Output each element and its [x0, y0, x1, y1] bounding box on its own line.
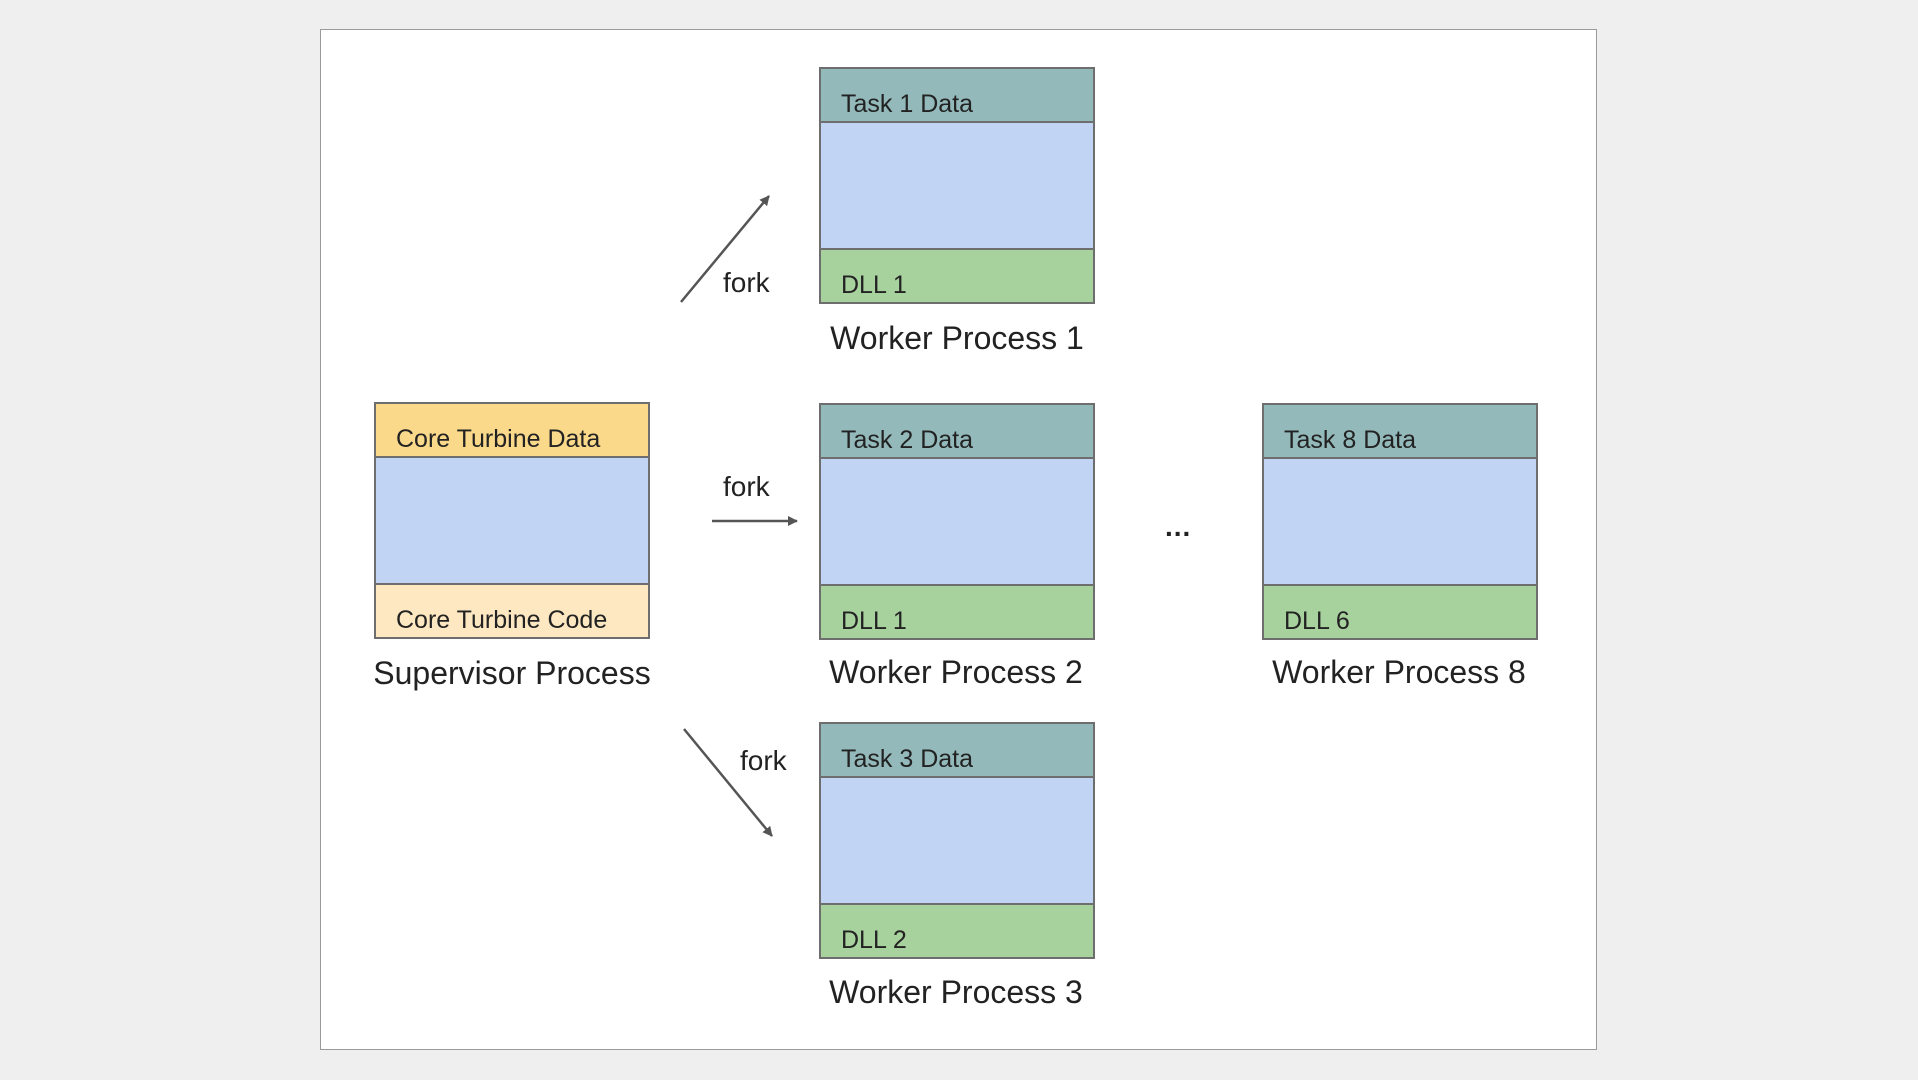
worker-process-2-box: Task 2 Data DLL 1 — [819, 403, 1095, 640]
worker-process-8-caption: Worker Process 8 — [1272, 654, 1526, 690]
dll-label: DLL 2 — [841, 926, 907, 954]
core-turbine-code-segment: Core Turbine Code — [376, 583, 648, 637]
task-data-label: Task 3 Data — [841, 745, 974, 773]
dll-label: DLL 1 — [841, 271, 907, 299]
dll-label: DLL 1 — [841, 607, 907, 635]
fork-label-1: fork — [723, 267, 770, 298]
task-data-segment: Task 8 Data — [1264, 405, 1536, 459]
worker-process-3-caption: Worker Process 3 — [829, 974, 1083, 1010]
worker-process-1-caption: Worker Process 1 — [830, 320, 1084, 356]
worker-process-1-box: Task 1 Data DLL 1 — [819, 67, 1095, 304]
dll-label: DLL 6 — [1284, 607, 1350, 635]
supervisor-memory-segment — [376, 458, 648, 583]
fork-label-3: fork — [740, 745, 787, 776]
task-data-label: Task 8 Data — [1284, 426, 1417, 454]
worker-process-3-box: Task 3 Data DLL 2 — [819, 722, 1095, 959]
task-data-segment: Task 1 Data — [821, 69, 1093, 123]
worker-process-2-caption: Worker Process 2 — [829, 654, 1083, 690]
dll-segment: DLL 1 — [821, 584, 1093, 638]
core-turbine-data-segment: Core Turbine Data — [376, 404, 648, 458]
worker-memory-segment — [821, 123, 1093, 248]
dll-segment: DLL 6 — [1264, 584, 1536, 638]
more-workers-ellipsis: ... — [1165, 511, 1192, 542]
worker-memory-segment — [821, 778, 1093, 903]
dll-segment: DLL 2 — [821, 903, 1093, 957]
fork-label-2: fork — [723, 471, 770, 502]
worker-memory-segment — [821, 459, 1093, 584]
core-turbine-data-label: Core Turbine Data — [396, 425, 601, 453]
task-data-label: Task 2 Data — [841, 426, 974, 454]
supervisor-process-box: Core Turbine Data Core Turbine Code — [374, 402, 650, 639]
task-data-segment: Task 3 Data — [821, 724, 1093, 778]
fork-arrow-down — [683, 728, 773, 837]
dll-segment: DLL 1 — [821, 248, 1093, 302]
worker-process-8-box: Task 8 Data DLL 6 — [1262, 403, 1538, 640]
fork-arrow-up — [680, 195, 770, 303]
supervisor-process-caption: Supervisor Process — [373, 655, 651, 691]
task-data-segment: Task 2 Data — [821, 405, 1093, 459]
worker-memory-segment — [1264, 459, 1536, 584]
task-data-label: Task 1 Data — [841, 90, 974, 118]
core-turbine-code-label: Core Turbine Code — [396, 606, 608, 634]
